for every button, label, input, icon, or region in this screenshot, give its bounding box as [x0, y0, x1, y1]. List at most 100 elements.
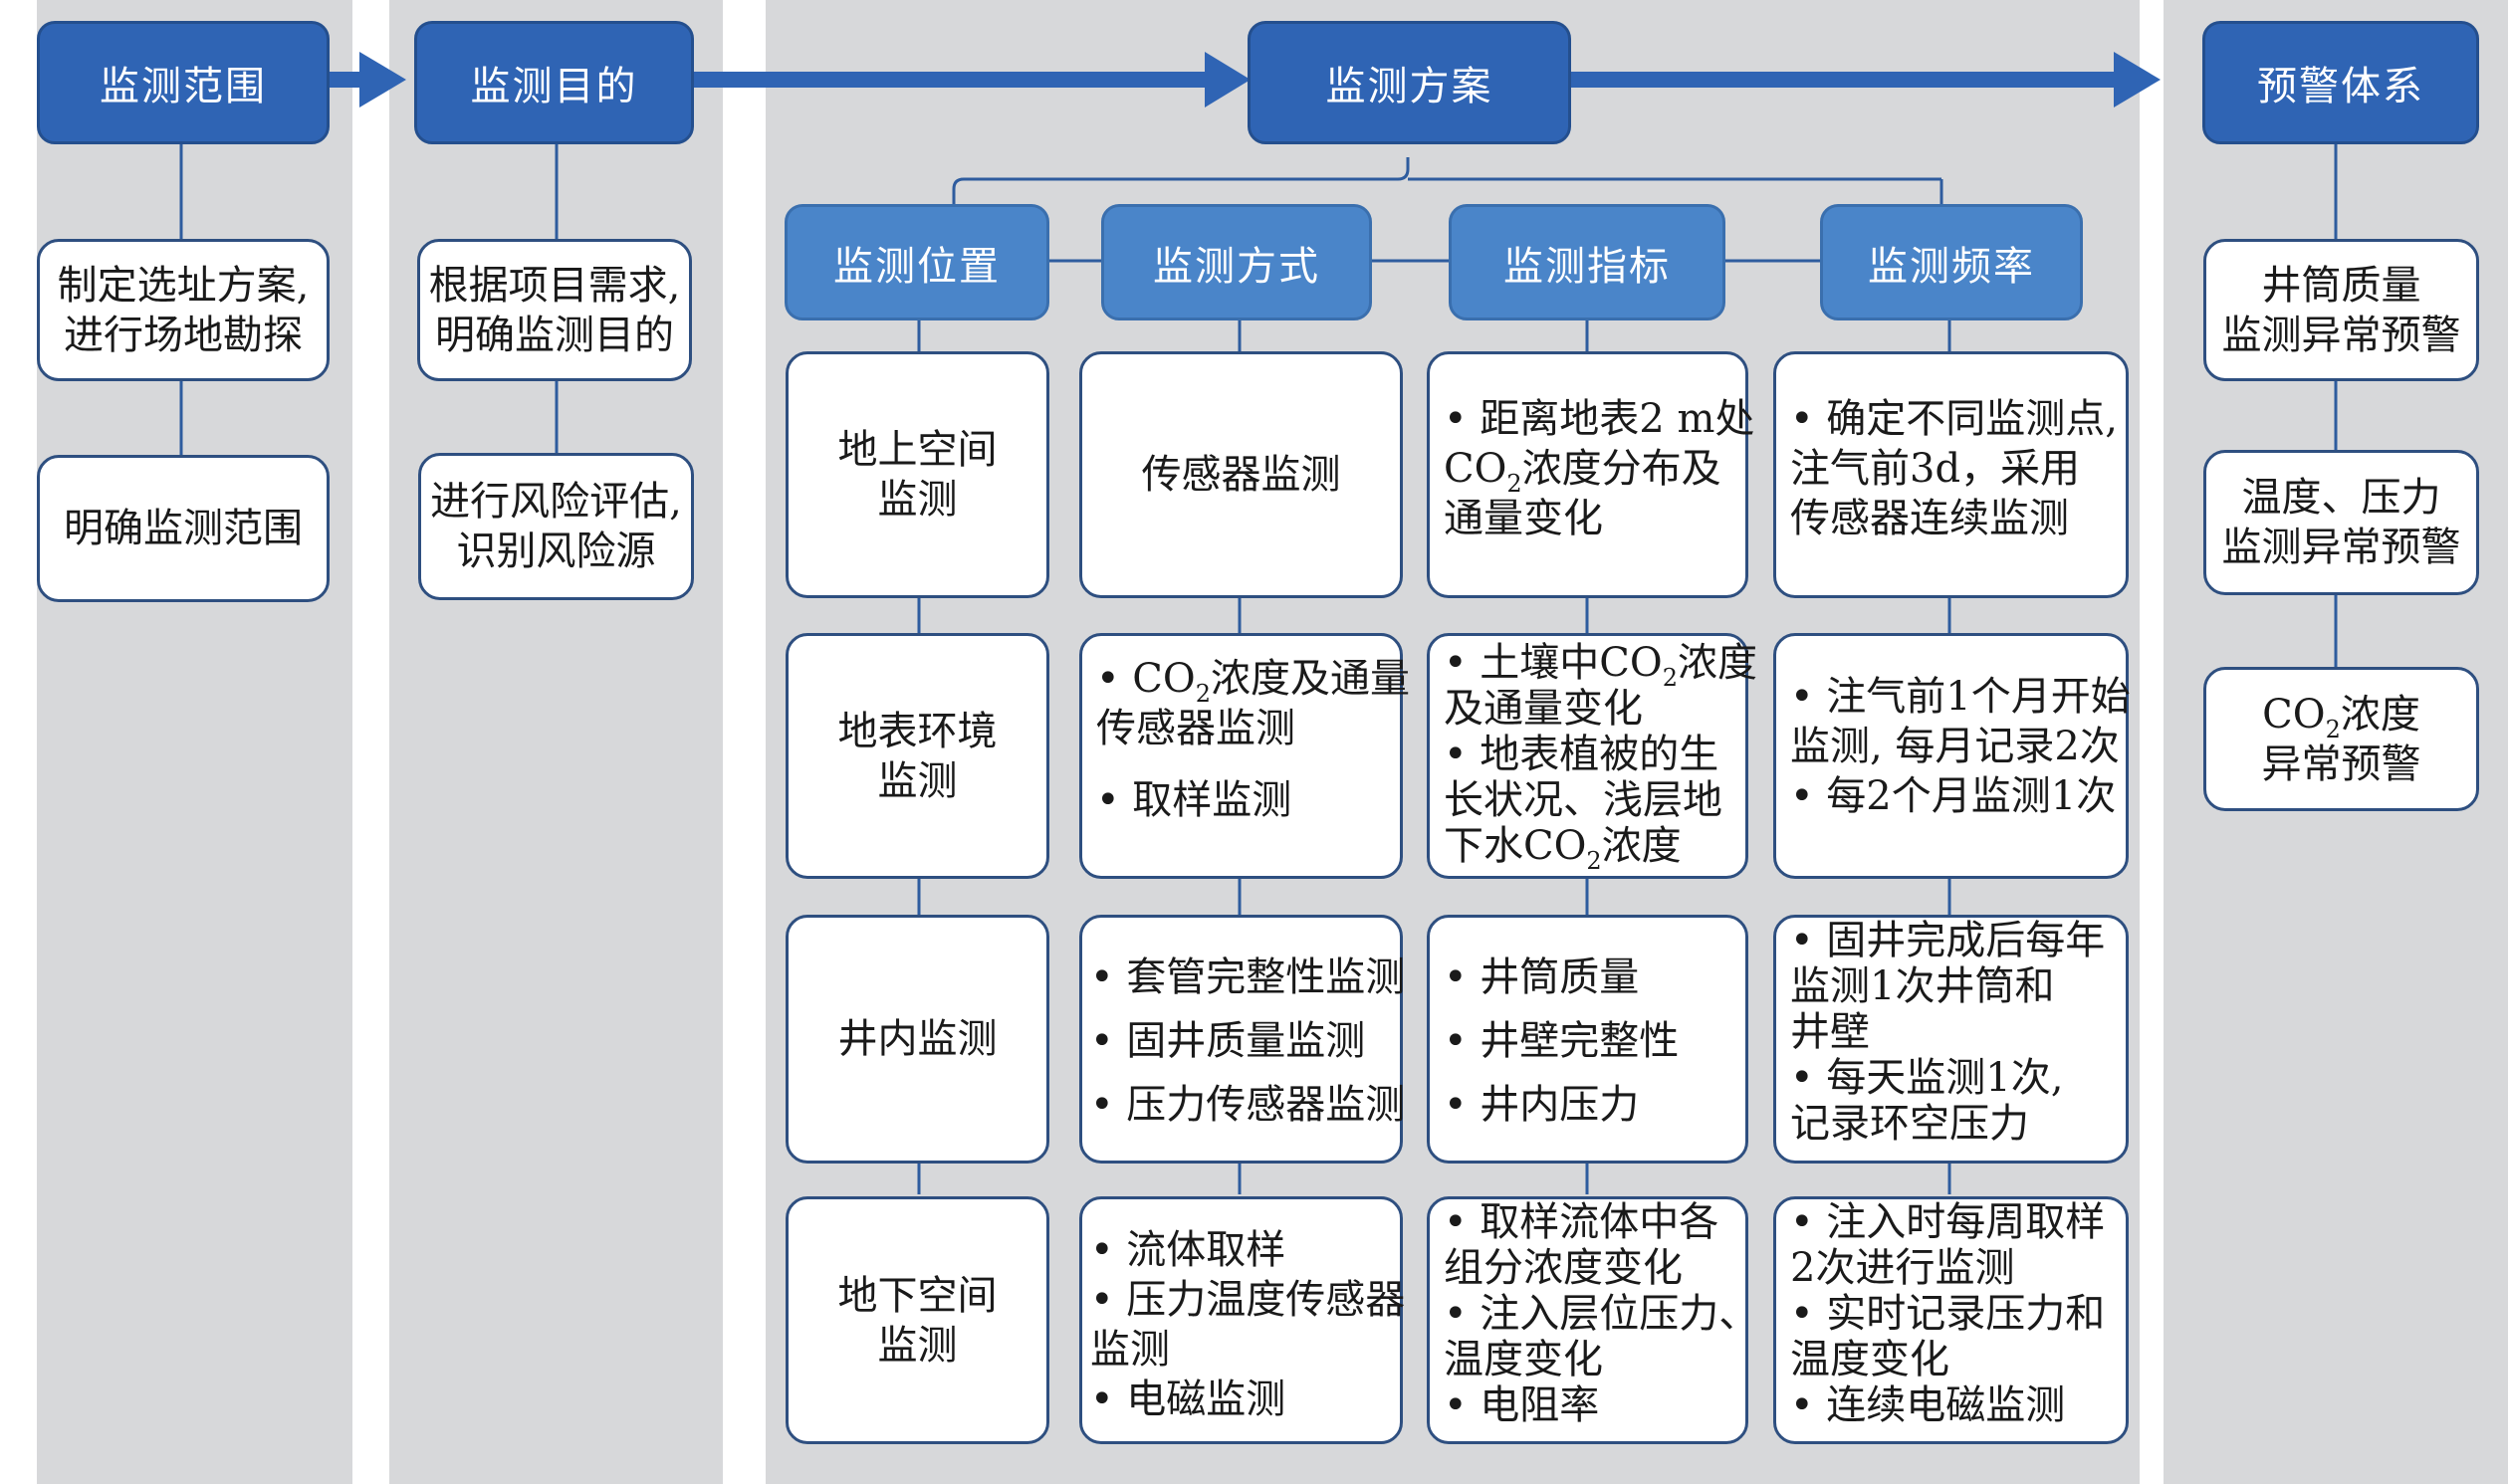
text-line: 监测 [877, 757, 958, 804]
text-line: 异常预警 [2261, 741, 2421, 787]
text-line: • 电磁监测 [1090, 1377, 1286, 1422]
category-location: 监测位置 [785, 204, 1049, 320]
text-line: • 电阻率 [1444, 1382, 1600, 1428]
text-line: • 实时记录压力和 [1790, 1291, 2106, 1337]
text-run: 浓度 [1678, 640, 1757, 686]
text-line: 监测, 每月记录2次 [1790, 724, 2120, 769]
text-line: 传感器监测 [1141, 452, 1341, 498]
warning-wellbore-quality: 井筒质量 监测异常预警 [2203, 239, 2479, 381]
subscript: 2 [1586, 847, 1602, 875]
text-line: 制定选址方案, [57, 262, 310, 309]
text-line: 监测 [877, 1322, 958, 1369]
warning-temperature-pressure: 温度、压力 监测异常预警 [2203, 450, 2479, 595]
text-run: 下水CO [1444, 823, 1587, 869]
subscript: 2 [1506, 470, 1522, 498]
text-line: 注气前3d，采用 [1790, 446, 2081, 492]
text-line: 明确监测目的 [435, 312, 674, 358]
text-run: 浓度分布及 [1521, 446, 1721, 492]
subscript: 2 [1662, 664, 1678, 692]
indicator-in-well: • 井筒质量 • 井壁完整性 • 井内压力 [1427, 915, 1748, 1164]
text-run: • CO [1096, 656, 1196, 702]
text-line: • 每天监测1次, [1790, 1055, 2064, 1101]
method-in-well: • 套管完整性监测 • 固井质量监测 • 压力传感器监测 [1079, 915, 1406, 1164]
text-line: 记录环空压力 [1790, 1101, 2029, 1147]
text-line: • 固井完成后每年 [1790, 918, 2106, 963]
location-in-well: 井内监测 [786, 915, 1049, 1164]
purpose-step-requirements: 根据项目需求, 明确监测目的 [417, 239, 692, 381]
text-line: 温度、压力 [2241, 475, 2441, 521]
text-line: • 压力传感器监测 [1090, 1082, 1406, 1128]
text-line: • 地表植被的生 [1444, 732, 1719, 777]
text-line: 2次进行监测 [1790, 1245, 2015, 1291]
text-line: • 土壤中CO2浓度 [1444, 640, 1757, 690]
arrow-head-scope-purpose [359, 52, 406, 107]
text-line: 监测异常预警 [2221, 525, 2461, 570]
arrow-shaft-plan-warning [1567, 72, 2130, 88]
warning-co2-concentration: CO2浓度 异常预警 [2203, 667, 2479, 811]
arrow-head-purpose-plan [1205, 52, 1251, 107]
subscript: 2 [1195, 680, 1211, 708]
text-line: 传感器连续监测 [1790, 496, 2069, 541]
subscript: 2 [2325, 715, 2341, 743]
text-line: 监测 [877, 477, 958, 523]
text-line: 进行风险评估, [430, 479, 682, 525]
frequency-underground: • 注入时每周取样 2次进行监测 • 实时记录压力和 温度变化 • 连续电磁监测 [1773, 1196, 2129, 1444]
frequency-surface: • 注气前1个月开始 监测, 每月记录2次 • 每2个月监测1次 [1773, 633, 2131, 879]
indicator-underground: • 取样流体中各 组分浓度变化 • 注入层位压力、 温度变化 • 电阻率 [1427, 1196, 1759, 1444]
header-warning: 预警体系 [2202, 21, 2479, 144]
text-line: • 井筒质量 [1444, 954, 1640, 1000]
text-line: • 流体取样 [1090, 1227, 1286, 1273]
text-line: 地表环境 [837, 708, 998, 754]
text-line: • 注入层位压力、 [1444, 1291, 1759, 1337]
text-line: • CO2浓度及通量 [1096, 654, 1410, 706]
text-line: 井内监测 [837, 1016, 998, 1062]
text-run: 浓度及通量 [1211, 656, 1410, 702]
text-line: 识别风险源 [456, 529, 656, 574]
text-line: 进行场地勘探 [64, 312, 303, 358]
text-line: CO2浓度 [2262, 690, 2420, 743]
text-line: 监测异常预警 [2221, 312, 2461, 358]
text-run: 浓度 [1601, 823, 1682, 869]
text-run: CO [2262, 691, 2326, 738]
scope-step-define-range: 明确监测范围 [37, 455, 330, 602]
text-line: 井筒质量 [2261, 262, 2421, 309]
text-line: 地下空间 [837, 1272, 998, 1319]
text-line: 温度变化 [1444, 1337, 1603, 1382]
text-line: • 取样流体中各 [1444, 1199, 1719, 1245]
text-line: • 连续电磁监测 [1790, 1382, 2066, 1428]
text-line: • 套管完整性监测 [1090, 954, 1406, 1000]
text-line: 传感器监测 [1096, 706, 1295, 751]
category-frequency: 监测频率 [1820, 204, 2083, 320]
category-indicator: 监测指标 [1449, 204, 1725, 320]
text-line: 下水CO2浓度 [1444, 823, 1731, 873]
text-line: 地上空间 [837, 427, 998, 473]
text-line: • 固井质量监测 [1090, 1018, 1366, 1064]
text-line: 通量变化 [1444, 496, 1603, 541]
text-run: 浓度 [2340, 691, 2420, 738]
text-line: • 取样监测 [1096, 777, 1292, 823]
arrow-shaft-scope-purpose [327, 72, 363, 88]
arrow-head-plan-warning [2114, 52, 2161, 107]
frequency-above-ground: • 确定不同监测点, 注气前3d，采用 传感器连续监测 [1773, 351, 2129, 598]
scope-step-site-selection: 制定选址方案, 进行场地勘探 [37, 239, 330, 381]
text-line: 根据项目需求, [428, 262, 681, 309]
text-run: CO [1444, 446, 1507, 492]
location-underground: 地下空间 监测 [786, 1196, 1049, 1444]
text-line: • 距离地表2 m处 [1444, 396, 1755, 442]
location-surface: 地表环境 监测 [786, 633, 1049, 879]
text-line: 监测 [1090, 1327, 1170, 1373]
text-line: 组分浓度变化 [1444, 1245, 1683, 1291]
text-line: • 确定不同监测点, [1790, 396, 2119, 442]
text-line: 监测1次井筒和 [1790, 963, 2055, 1009]
indicator-above-ground: • 距离地表2 m处 CO2浓度分布及 通量变化 [1427, 351, 1755, 598]
header-purpose: 监测目的 [414, 21, 694, 144]
method-surface: • CO2浓度及通量 传感器监测 • 取样监测 [1079, 633, 1410, 879]
text-line: 井壁 [1790, 1009, 1870, 1055]
purpose-step-risk-assessment: 进行风险评估, 识别风险源 [418, 453, 694, 600]
frequency-in-well: • 固井完成后每年 监测1次井筒和 井壁 • 每天监测1次, 记录环空压力 [1773, 915, 2129, 1164]
location-above-ground: 地上空间 监测 [786, 351, 1049, 598]
plan-bracket [952, 157, 1410, 204]
text-line: • 井内压力 [1444, 1082, 1640, 1128]
text-line: 及通量变化 [1444, 686, 1643, 732]
header-plan: 监测方案 [1248, 21, 1571, 144]
